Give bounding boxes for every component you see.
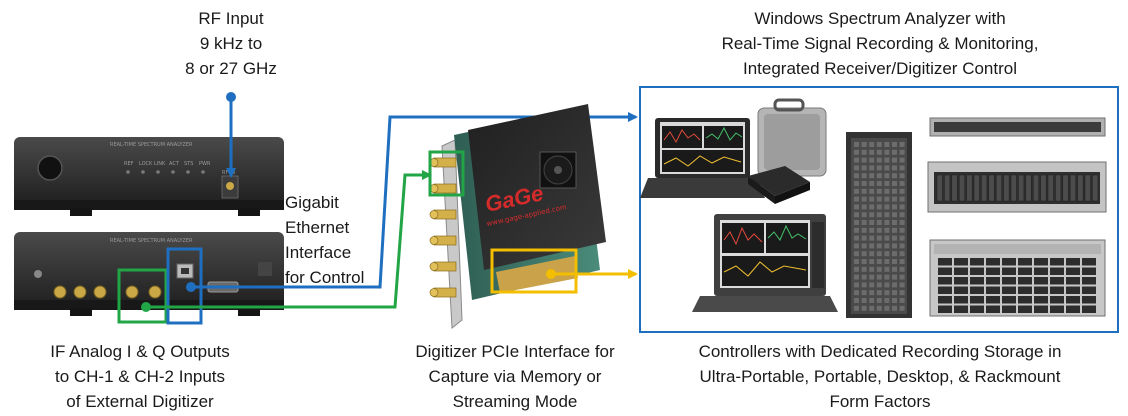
controllers-label: Controllers with Dedicated Recording Sto…: [698, 342, 1062, 411]
led-lock: LOCK: [139, 161, 153, 174]
led-link: LINK: [154, 161, 166, 174]
if-outputs-label: IF Analog I & Q Outputs to CH-1 & CH-2 I…: [50, 342, 230, 411]
digitizer-label: Digitizer PCIe Interface for Capture via…: [415, 342, 615, 411]
led-label: LOCK: [139, 161, 153, 167]
portable-case-icon: [757, 98, 827, 177]
iq-outputs-highlight: [117, 268, 168, 324]
led-act: ACT: [169, 161, 180, 174]
digitizer-pcie-card: GaGe www.gage-applied.com: [429, 104, 606, 329]
rf-input-label: RF Input 9 kHz to 8 or 27 GHz: [185, 9, 277, 78]
receiver-box-icon: [748, 166, 810, 204]
i-output-connector: [125, 285, 139, 299]
laptop-icon: [640, 118, 765, 198]
pcie-highlight: [490, 248, 578, 294]
front-panel-title: REAL-TIME SPECTRUM ANALYZER: [110, 142, 193, 148]
rackmount-2u-icon: [927, 161, 1107, 213]
led-label: LINK: [154, 161, 166, 167]
iq-output-line: [146, 170, 432, 309]
rf-in-label: RF IN: [222, 170, 235, 176]
portable-workstation-icon: [692, 214, 838, 312]
analyzer-label: Windows Spectrum Analyzer with Real-Time…: [721, 9, 1039, 78]
card-inputs-highlight: [428, 150, 465, 197]
led-ref: REF: [124, 161, 134, 174]
led-label: PWR: [199, 161, 211, 167]
if-connector: [53, 285, 67, 299]
ethernet-line: [191, 112, 638, 289]
led-pwr: PWR: [199, 161, 211, 174]
led-label: STS: [184, 161, 193, 167]
ethernet-label: Gigabit Ethernet Interface for Control: [285, 193, 365, 287]
rear-panel-title: REAL-TIME SPECTRUM ANALYZER: [110, 238, 193, 244]
input-connectors: [429, 157, 457, 298]
if-connector: [93, 285, 107, 299]
if-connector: [73, 285, 87, 299]
rackmount-4u-icon: [929, 239, 1106, 317]
power-knob: [37, 155, 63, 181]
q-output-connector: [148, 285, 162, 299]
led-label: ACT: [169, 161, 180, 167]
desktop-tower-icon: [846, 132, 912, 318]
rackmount-1u-icon: [929, 117, 1106, 137]
led-label: REF: [124, 161, 134, 167]
led-sts: STS: [184, 161, 193, 174]
